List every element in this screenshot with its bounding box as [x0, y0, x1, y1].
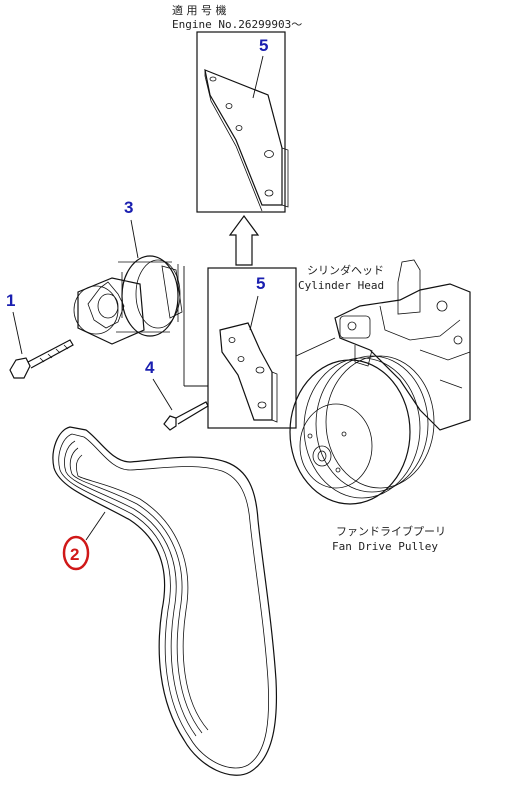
- applicability-label-jp: 適 用 号 機: [172, 3, 227, 17]
- cylinder-head-label-en: Cylinder Head: [298, 279, 384, 292]
- cylinder-head-label-jp: シリンダヘッド: [307, 263, 384, 277]
- bolt-1: [9, 339, 74, 379]
- bracket-plate-mid: [219, 322, 278, 423]
- callout-4[interactable]: 4: [145, 358, 155, 377]
- cylinder-head: [334, 259, 471, 431]
- engine-number-label: Engine No.26299903～: [172, 18, 302, 31]
- callout-1[interactable]: 1: [6, 291, 15, 310]
- belt-tensioner: [73, 255, 183, 345]
- callout-5-mid[interactable]: 5: [256, 274, 265, 293]
- leader-5-mid: [249, 295, 259, 331]
- v-belt: [52, 426, 278, 776]
- connector-right: [295, 337, 336, 357]
- callout-5-top[interactable]: 5: [259, 36, 268, 55]
- fan-drive-pulley: [289, 355, 435, 505]
- callout-3[interactable]: 3: [124, 198, 133, 217]
- replacement-arrow: [228, 214, 260, 266]
- mid-bracket-box: [207, 267, 297, 429]
- top-bracket-box: [196, 31, 286, 213]
- leader-1: [12, 311, 23, 355]
- callout-2-circle: [62, 535, 90, 571]
- leader-2: [85, 511, 106, 541]
- leader-5-top: [252, 55, 264, 99]
- bolt-4: [163, 401, 209, 431]
- leader-4: [152, 378, 173, 411]
- callout-2[interactable]: 2: [70, 545, 79, 564]
- leader-3: [130, 219, 139, 259]
- bracket-plate-top: [204, 69, 289, 212]
- fan-pulley-label-jp: ファンドライブプーリ: [336, 524, 446, 538]
- fan-pulley-label-en: Fan Drive Pulley: [332, 540, 438, 553]
